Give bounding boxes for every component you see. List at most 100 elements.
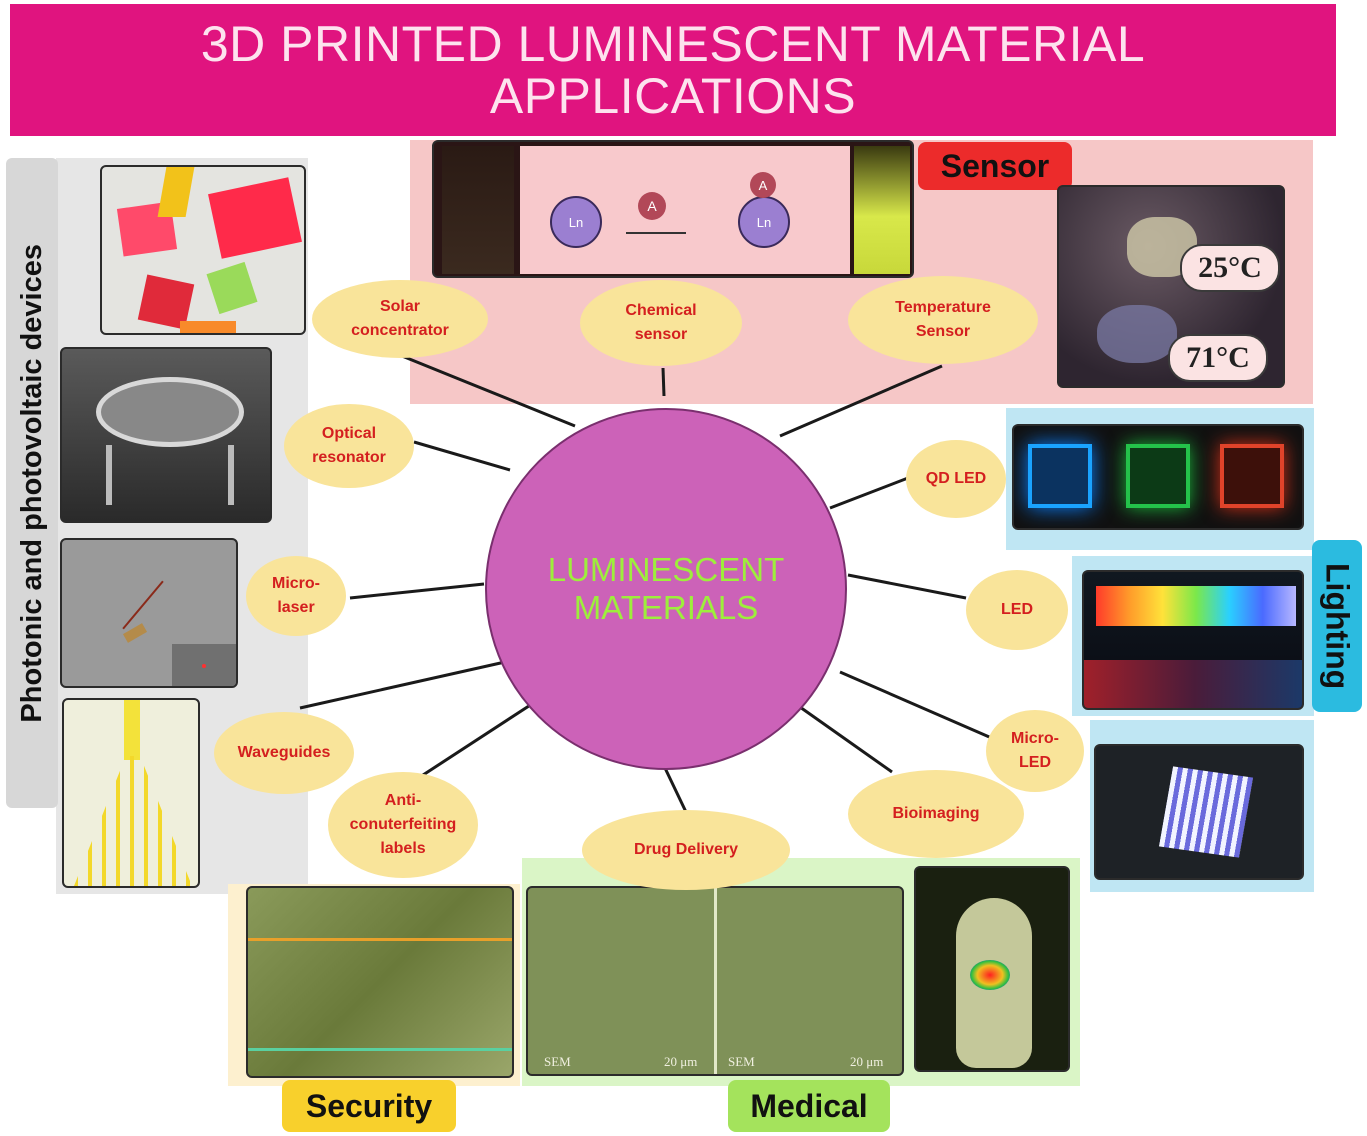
- connector-drug: [663, 767, 688, 813]
- bubble-microled-line-2: LED: [1019, 754, 1051, 771]
- temperature-tag-high-text: 25°C: [1198, 251, 1262, 284]
- scale-bar-right: 20 μm: [850, 1054, 884, 1069]
- bioimaging-image: [914, 866, 1070, 1072]
- qd-led-blue: [1028, 444, 1092, 508]
- reaction-scheme: Ln A Ln A: [520, 146, 850, 274]
- bubble-optical-line-1: Optical: [321, 425, 377, 442]
- micro-led-image: [1094, 744, 1304, 880]
- bubble-anticounterfeit-line-2: conuterfeiting: [349, 816, 457, 833]
- bubble-waveguides-line-1: Waveguides: [237, 744, 331, 761]
- bubble-drug-delivery: Drug Delivery: [582, 810, 790, 890]
- bubble-solar-line-1: Solar: [379, 298, 420, 315]
- connector-led: [847, 573, 967, 600]
- bubble-temperature-line-1: Temperature: [895, 299, 991, 316]
- bubble-drug-line-1: Drug Delivery: [633, 841, 739, 858]
- bubble-optical-line-2: resonator: [312, 449, 386, 466]
- qd-led-red: [1220, 444, 1284, 508]
- connector-optical: [413, 440, 511, 472]
- bound-reagent-marker: A: [750, 172, 776, 198]
- lighting-label-text: Lighting: [1319, 562, 1356, 690]
- led-row: [1096, 586, 1296, 626]
- bubble-anticounterfeit-line-3: labels: [380, 840, 426, 857]
- bubble-chemical-line-1: Chemical: [625, 302, 697, 319]
- chem-ion-right: Ln: [756, 214, 772, 230]
- microlaser-spot-inset: [172, 644, 236, 686]
- connector-bioimaging: [789, 698, 893, 774]
- bubble-anti-counterfeiting-labels: Anti-conuterfeiting labels: [328, 772, 478, 878]
- bubble-solar-line-2: concentrator: [351, 322, 449, 339]
- temperature-tag-high: 25°C: [1180, 244, 1280, 292]
- waveguide-stem: [124, 700, 140, 760]
- chem-reagent-right: A: [758, 177, 768, 193]
- led-board: [1084, 660, 1302, 708]
- sem-divider: [714, 888, 717, 1074]
- banknote-strip-1: [248, 938, 512, 941]
- sem-label-left: SEM: [544, 1054, 571, 1069]
- led-image: [1082, 570, 1304, 710]
- signal-hotspot: [970, 960, 1010, 990]
- bubble-microlaser-line-1: Micro-: [272, 575, 320, 592]
- bubble-microled-line-1: Micro-: [1011, 730, 1059, 747]
- connector-microled: [839, 670, 1011, 748]
- sensor-label-text: Sensor: [940, 147, 1050, 184]
- reagent-marker: A: [638, 192, 666, 220]
- resonator-legs: [106, 445, 234, 505]
- banknote-strip-2: [248, 1048, 512, 1051]
- title-line-1: 3D PRINTED LUMINESCENT MATERIAL: [200, 16, 1146, 72]
- bubble-led-line-1: LED: [1001, 601, 1033, 618]
- security-image: [246, 886, 514, 1078]
- laser-spot: [202, 664, 206, 668]
- chemical-sensor-image: Ln A Ln A: [432, 140, 914, 278]
- solar-slab-5: [180, 321, 236, 333]
- bubble-chemical-line-2: sensor: [634, 326, 688, 343]
- sensor-label: Sensor: [918, 142, 1072, 190]
- hub-label-line-2: MATERIALS: [573, 589, 759, 626]
- bubble-optical-resonator: Optical resonator: [284, 404, 414, 488]
- vial-left: [442, 146, 514, 274]
- connector-qdled: [829, 476, 909, 510]
- bubble-bioimaging-line-1: Bioimaging: [892, 805, 980, 822]
- title-banner: 3D PRINTED LUMINESCENT MATERIAL APPLICAT…: [10, 4, 1336, 136]
- scale-bar-left: 20 μm: [664, 1054, 698, 1069]
- bubble-led: LED: [966, 570, 1068, 650]
- connector-solar: [401, 354, 576, 428]
- waveguides-image: [62, 698, 200, 888]
- chem-ion-left: Ln: [568, 214, 584, 230]
- bubble-temperature-line-2: Sensor: [915, 323, 971, 340]
- bubble-chemical-sensor: Chemical sensor: [580, 280, 742, 366]
- vial-right: [854, 146, 910, 274]
- connector-chemical: [661, 367, 666, 397]
- qd-led-image: [1012, 424, 1304, 530]
- lanthanide-complex-left: Ln: [550, 196, 602, 248]
- chem-reagent-left: A: [647, 198, 657, 214]
- medical-label: Medical: [728, 1080, 890, 1132]
- solar-concentrator-image: [100, 165, 306, 335]
- temperature-tag-low-text: 71°C: [1186, 341, 1250, 374]
- bubble-anticounterfeit-line-1: Anti-: [384, 792, 422, 809]
- title-line-2: APPLICATIONS: [489, 68, 857, 124]
- reaction-arrow: [626, 232, 686, 234]
- qd-led-green: [1126, 444, 1190, 508]
- resonator-disk: [96, 377, 244, 447]
- sem-label-right: SEM: [728, 1054, 755, 1069]
- bubble-bioimaging: Bioimaging: [848, 770, 1024, 858]
- optical-resonator-image: [60, 347, 272, 523]
- lighting-label: Lighting: [1312, 540, 1362, 712]
- glowing-sample-bottom: [1097, 305, 1177, 363]
- drug-delivery-sem-image: SEM SEM 20 μm 20 μm: [526, 886, 904, 1076]
- temperature-tag-low: 71°C: [1168, 334, 1268, 382]
- security-label-text: Security: [305, 1087, 433, 1124]
- luminescent-materials-hub: LUMINESCENT MATERIALS: [485, 408, 847, 770]
- photonic-label: Photonic and photovoltaic devices: [6, 158, 58, 808]
- bubble-qd-led: QD LED: [906, 440, 1006, 518]
- bubble-solar-concentrator: Solar concentrator: [312, 280, 488, 358]
- hub-label-line-1: LUMINESCENT: [547, 551, 785, 588]
- medical-label-text: Medical: [750, 1087, 868, 1124]
- bubble-waveguides: Waveguides: [214, 712, 354, 794]
- connector-temperature: [779, 364, 943, 438]
- bubble-microlaser-line-2: laser: [277, 599, 315, 616]
- bubble-qdled-line-1: QD LED: [925, 470, 987, 487]
- connector-microlaser: [349, 582, 485, 600]
